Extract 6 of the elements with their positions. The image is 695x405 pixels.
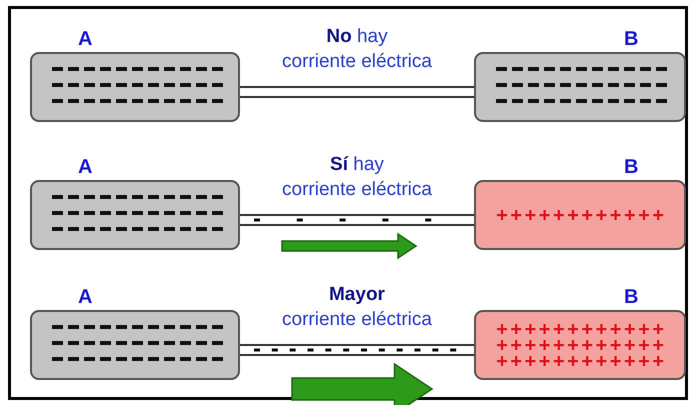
point-label: B bbox=[624, 286, 638, 308]
point-label: A bbox=[78, 286, 92, 308]
point-label: A bbox=[78, 156, 92, 178]
point-label: B bbox=[624, 28, 638, 50]
point-label: B bbox=[624, 156, 638, 178]
point-label: A bbox=[78, 28, 92, 50]
